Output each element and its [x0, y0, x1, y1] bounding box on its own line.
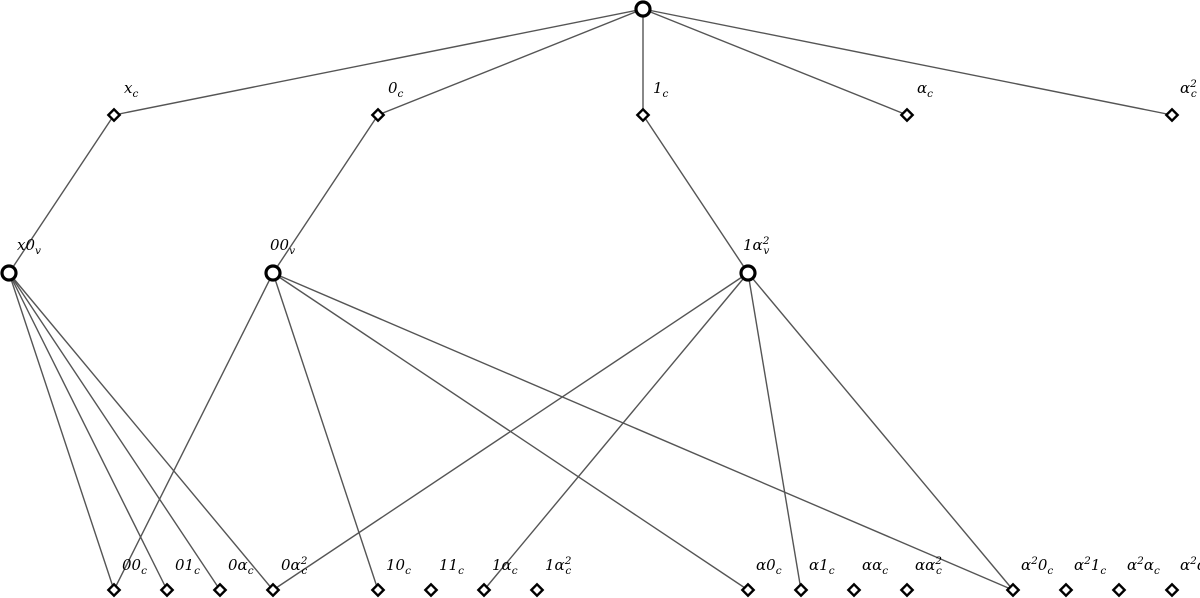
check-node-a21c — [1058, 582, 1074, 598]
edge-root-0c — [377, 8, 644, 116]
edge-1c-1a2v — [642, 114, 749, 274]
edge-1a2v-1ac — [483, 272, 749, 591]
label-aac: ααc​ — [862, 556, 888, 577]
label-00c: 00c​ — [122, 556, 147, 577]
check-node-a20c — [1005, 582, 1021, 598]
label-11c: 11c​ — [439, 556, 464, 577]
label-a1c: α1c​ — [809, 556, 835, 577]
label-00v: 00v​ — [270, 236, 295, 257]
label-ac: αc​ — [917, 79, 933, 100]
check-node-10c — [370, 582, 386, 598]
edge-root-xc — [113, 8, 644, 116]
check-node-1ac — [476, 582, 492, 598]
edge-1a2v-0a2c — [272, 272, 749, 591]
label-a2c: α2c​ — [1180, 78, 1197, 100]
check-node-1c — [635, 107, 651, 123]
edge-xc-x0v — [8, 114, 115, 274]
edge-x0v-0a2c — [8, 272, 274, 591]
check-node-11c — [423, 582, 439, 598]
label-xc: xc​ — [124, 79, 138, 100]
label-a21c: α2​1c​ — [1074, 555, 1106, 577]
check-node-00c — [106, 582, 122, 598]
check-node-a2a2c — [1164, 582, 1180, 598]
check-node-a2c — [1164, 107, 1180, 123]
label-01c: 01c​ — [175, 556, 200, 577]
check-node-aa2c — [899, 582, 915, 598]
edge-root-ac — [642, 8, 908, 116]
edge-00v-10c — [272, 272, 379, 591]
label-x0v: x0v​ — [17, 236, 41, 257]
edge-root-a2c — [642, 8, 1173, 116]
check-node-0ac — [212, 582, 228, 598]
check-node-xc — [106, 107, 122, 123]
edge-x0v-01c — [8, 272, 168, 591]
check-node-1a2c — [529, 582, 545, 598]
edges-layer — [8, 8, 1173, 591]
edge-00v-00c — [113, 272, 274, 591]
check-node-a1c — [793, 582, 809, 598]
variable-node-1a2v — [739, 264, 757, 282]
variable-node-00v — [264, 264, 282, 282]
check-node-aac — [846, 582, 862, 598]
check-node-0a2c — [265, 582, 281, 598]
edge-x0v-0ac — [8, 272, 221, 591]
label-0c: 0c​ — [388, 79, 404, 100]
label-a2a2c: α2​α2c​ — [1180, 555, 1200, 577]
label-a2ac: α2​αc​ — [1127, 555, 1160, 577]
edge-0c-00v — [272, 114, 379, 274]
label-1ac: 1αc​ — [492, 556, 518, 577]
check-node-ac — [899, 107, 915, 123]
label-a20c: α2​0c​ — [1021, 555, 1053, 577]
label-a0c: α0c​ — [756, 556, 782, 577]
edge-1a2v-a1c — [747, 272, 802, 591]
label-0ac: 0αc​ — [228, 556, 254, 577]
variable-node-x0v — [0, 264, 18, 282]
edge-00v-a20c — [272, 272, 1014, 591]
label-10c: 10c​ — [386, 556, 411, 577]
label-1c: 1c​ — [653, 79, 669, 100]
check-node-0c — [370, 107, 386, 123]
check-node-a0c — [740, 582, 756, 598]
variable-node-root — [634, 0, 652, 18]
check-node-a2ac — [1111, 582, 1127, 598]
edge-1a2v-a20c — [747, 272, 1014, 591]
edge-x0v-00c — [8, 272, 115, 591]
check-node-01c — [159, 582, 175, 598]
